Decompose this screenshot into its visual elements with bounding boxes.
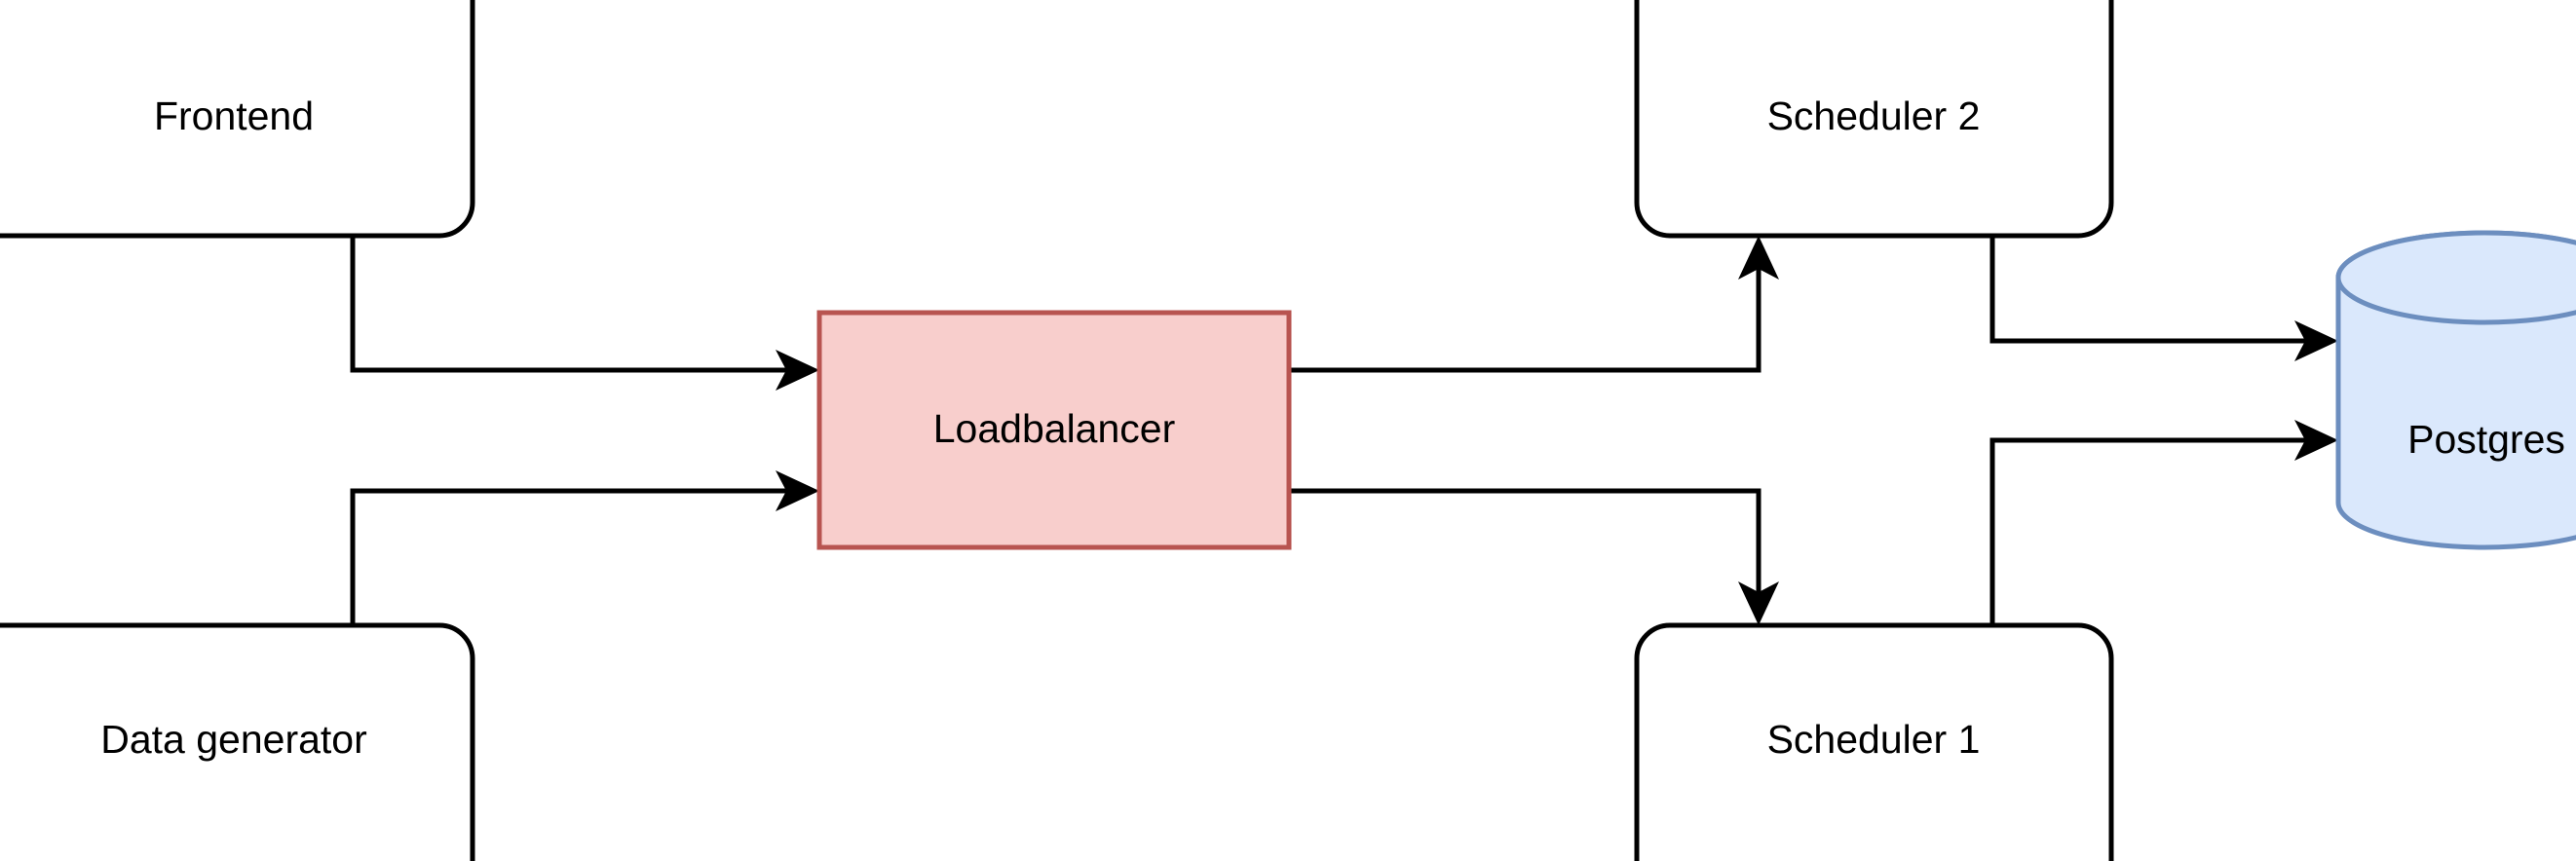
node-shape — [1634, 0, 2114, 239]
edge-path — [1289, 488, 1762, 610]
edge-frontend-to-loadbalancer[interactable] — [350, 236, 819, 391]
node-label: Frontend — [154, 94, 314, 138]
edge-scheduler-2-to-postgres[interactable] — [1989, 236, 2338, 361]
arrowhead-icon — [2294, 420, 2338, 461]
arrowhead-icon — [2294, 320, 2338, 361]
node-shape-top-ellipse — [2335, 230, 2576, 325]
edge-loadbalancer-to-scheduler-1[interactable] — [1289, 488, 1779, 625]
edge-layer — [350, 236, 2338, 625]
node-label: Scheduler 1 — [1767, 717, 1981, 762]
node-label: Loadbalancer — [933, 406, 1175, 451]
arrowhead-icon — [1738, 581, 1779, 625]
node-label: Data generator — [100, 717, 367, 762]
edge-path — [1989, 236, 2324, 344]
edge-scheduler-1-to-postgres[interactable] — [1989, 420, 2338, 625]
node-scheduler-1[interactable]: Scheduler 1 — [1634, 622, 2114, 861]
node-data-generator[interactable]: Data generator — [0, 622, 475, 861]
node-shape — [0, 622, 475, 861]
edge-data-generator-to-loadbalancer[interactable] — [350, 470, 819, 625]
node-shape — [1634, 622, 2114, 861]
node-loadbalancer[interactable]: Loadbalancer — [816, 310, 1292, 550]
node-label: Scheduler 2 — [1767, 94, 1981, 138]
arrowhead-icon — [776, 470, 819, 511]
node-scheduler-2[interactable]: Scheduler 2 — [1634, 0, 2114, 239]
node-label: Postgres — [2407, 417, 2565, 462]
arrowhead-icon — [1738, 236, 1779, 280]
edge-loadbalancer-to-scheduler-2[interactable] — [1289, 236, 1779, 373]
node-shape — [0, 0, 475, 239]
edge-path — [350, 236, 805, 373]
edge-path — [1289, 251, 1762, 373]
arrowhead-icon — [776, 350, 819, 391]
node-frontend[interactable]: Frontend — [0, 0, 475, 239]
node-shape — [816, 310, 1292, 550]
node-postgres[interactable]: Postgres — [2335, 230, 2576, 550]
edge-path — [1989, 437, 2324, 625]
edge-path — [350, 488, 805, 625]
